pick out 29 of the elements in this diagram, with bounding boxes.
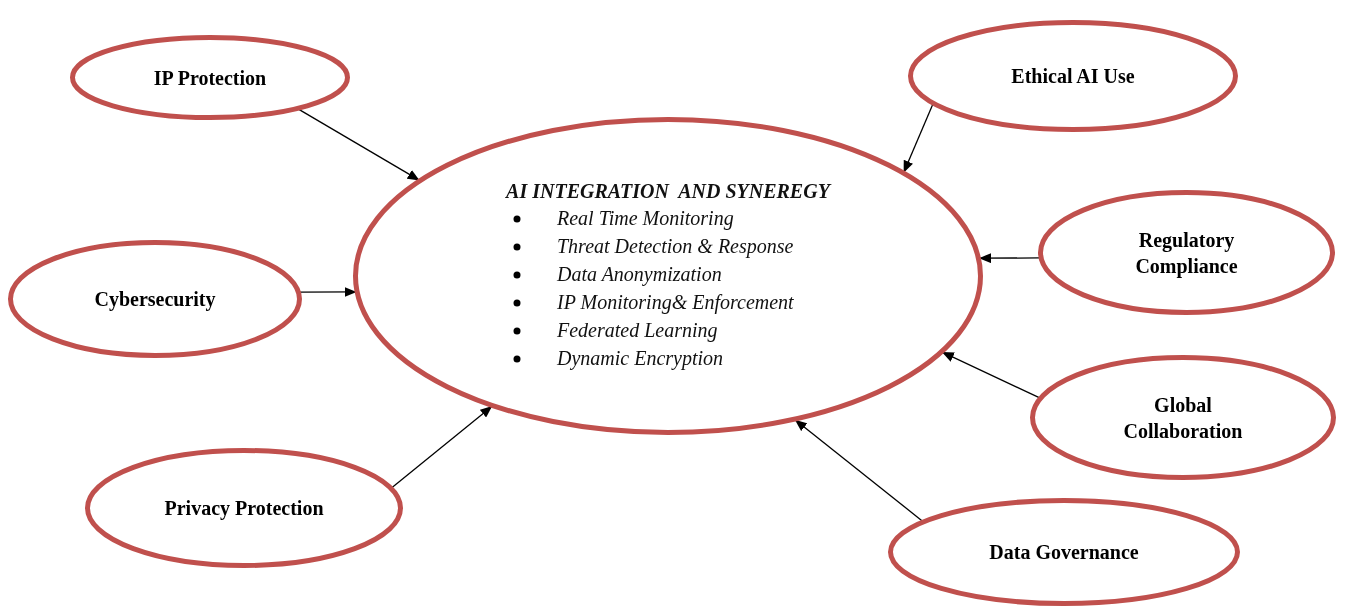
ellipse-node	[908, 20, 1238, 132]
arrow	[941, 351, 1040, 399]
ellipse-node	[70, 35, 350, 120]
ellipse-node	[1038, 190, 1335, 315]
node-label: Privacy Protection	[164, 496, 324, 521]
list-item: IP Monitoring& Enforcement	[557, 291, 794, 314]
list-item: Dynamic Encryption	[557, 347, 724, 370]
list-item: Data Anonymization	[557, 263, 722, 286]
list-item: Federated Learning	[557, 319, 718, 342]
arrow	[298, 108, 420, 181]
node-label: Cybersecurity	[94, 287, 216, 312]
arrow	[903, 103, 934, 173]
ellipse-node	[8, 240, 302, 358]
node-label: Ethical AI Use	[1011, 64, 1135, 89]
list-item: Threat Detection & Response	[557, 235, 794, 258]
ellipse-node	[353, 117, 983, 435]
node-label: Data Governance	[989, 540, 1139, 565]
arrow	[979, 253, 1041, 264]
ellipse-node	[1030, 355, 1336, 480]
arrow	[299, 287, 357, 297]
ellipse-node	[85, 448, 403, 568]
arrow	[391, 406, 493, 489]
heading: AI INTEGRATION AND SYNEREGY	[506, 179, 830, 203]
node-label: Global Collaboration	[1122, 392, 1244, 444]
list-item: Real Time Monitoring	[557, 207, 734, 230]
node-label: IP Protection	[153, 65, 267, 91]
arrow	[794, 419, 923, 522]
ellipse-node	[888, 498, 1240, 606]
node-label: Regulatory Compliance	[1134, 227, 1239, 279]
